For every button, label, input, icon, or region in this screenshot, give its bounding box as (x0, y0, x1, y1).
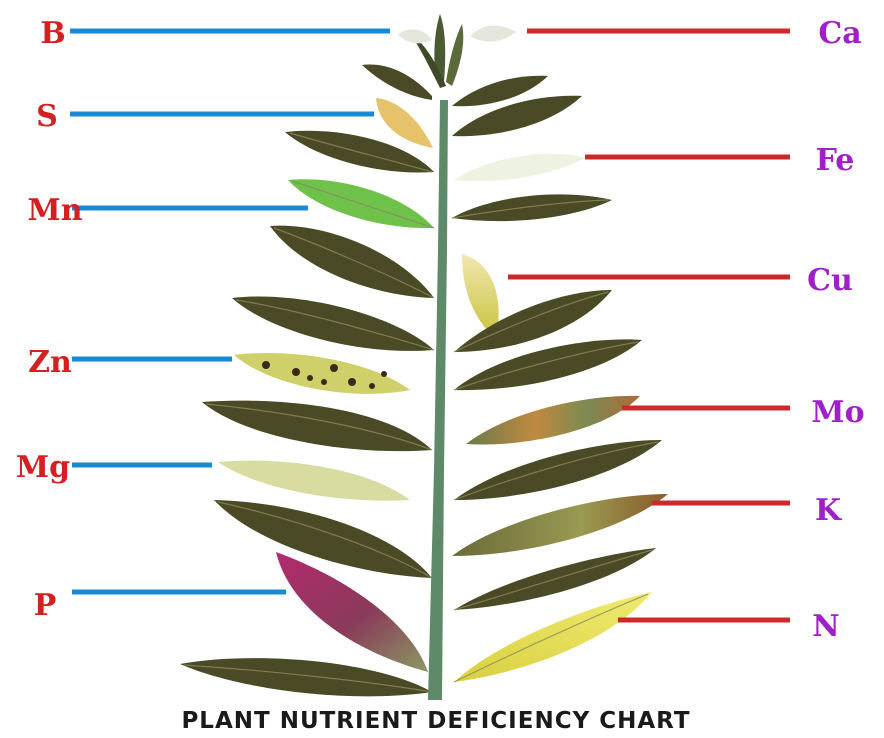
label-cu: Cu (807, 263, 853, 298)
leaf-spot (292, 368, 300, 376)
leaf-spot (330, 364, 338, 372)
iron-deficient-leaf (454, 154, 585, 181)
leaf-spot (369, 383, 375, 389)
leaf-spot (321, 379, 327, 385)
healthy-leaf (454, 440, 662, 500)
label-p: P (34, 588, 57, 623)
healthy-leaf (362, 64, 432, 100)
healthy-leaf (452, 194, 612, 221)
leaves-right (452, 76, 668, 682)
label-mg: Mg (16, 450, 70, 485)
left-labels: B S Mn Zn Mg P (16, 16, 83, 623)
potassium-deficient-leaf (452, 494, 668, 556)
label-zn: Zn (28, 345, 72, 380)
magnesium-deficient-leaf (218, 461, 410, 501)
label-mn: Mn (27, 193, 82, 228)
healthy-leaf (180, 658, 432, 696)
right-labels: Ca Fe Cu Mo K N (807, 16, 864, 644)
label-s: S (36, 99, 58, 134)
label-k: K (815, 493, 842, 528)
sulfur-deficient-leaf (376, 98, 433, 148)
leaves-left (180, 64, 434, 696)
leaf-spot (348, 378, 356, 386)
healthy-leaf (202, 401, 432, 451)
plant-stem (428, 100, 448, 700)
chart-caption: PLANT NUTRIENT DEFICIENCY CHART (181, 708, 690, 734)
healthy-leaf (270, 226, 434, 298)
leaf-spot (307, 375, 313, 381)
label-mo: Mo (811, 395, 864, 430)
label-n: N (812, 609, 839, 644)
growing-tip (398, 14, 516, 88)
label-ca: Ca (818, 16, 861, 51)
label-b: B (40, 16, 65, 51)
leaf-spot (381, 371, 387, 377)
healthy-leaf (214, 500, 432, 578)
leaf-spot (262, 361, 270, 369)
molybdenum-deficient-leaf (466, 396, 640, 445)
label-fe: Fe (816, 143, 855, 178)
